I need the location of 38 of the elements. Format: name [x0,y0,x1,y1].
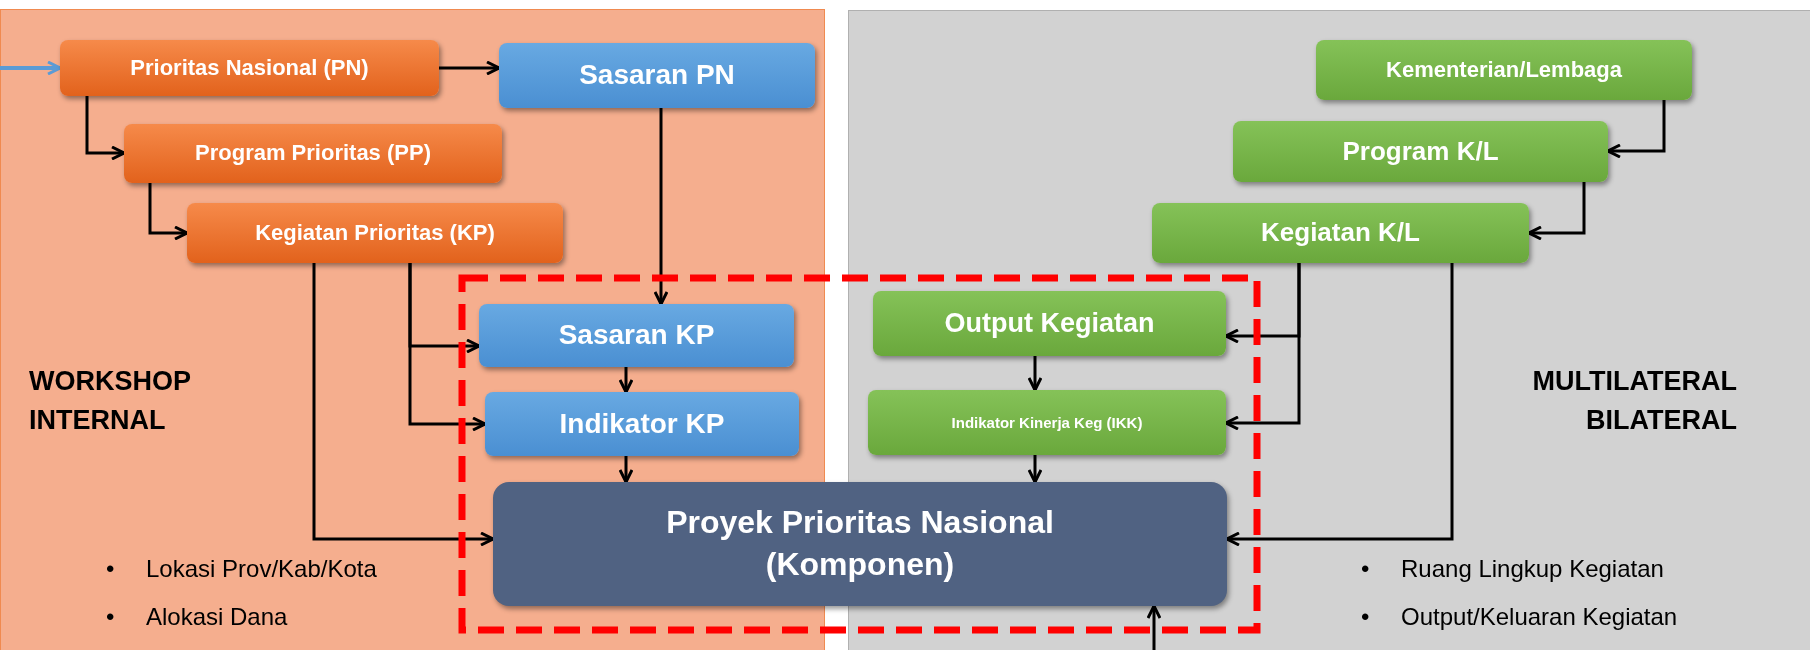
arrow [1146,604,1162,650]
process-box: Program Prioritas (PP) [124,124,502,183]
process-box: Indikator Kinerja Keg (IKK) [868,390,1226,455]
bullet-text: Lokasi Prov/Kab/Kota [146,555,377,584]
arrow [1224,263,1301,431]
arrow [1225,263,1454,547]
arrow [1027,455,1043,484]
process-box: Kegiatan K/L [1152,203,1529,263]
arrow [439,60,501,76]
process-box: Program K/L [1233,121,1608,182]
bullet-marker: • [1361,555,1370,584]
arrow [312,263,495,547]
arrow [618,456,634,484]
arrow [148,183,189,241]
bullet-text: Alokasi Dana [146,603,288,632]
process-box: Kementerian/Lembaga [1316,40,1692,100]
bullet-text: Ruang Lingkup Kegiatan [1401,555,1664,584]
bullet-marker: • [106,603,115,632]
process-box: Kegiatan Prioritas (KP) [187,203,563,263]
section-label: MULTILATERAL BILATERAL [1531,365,1737,438]
arrow [653,108,669,306]
bullet-marker: • [1361,603,1370,632]
section-label: WORKSHOP INTERNAL [29,365,192,438]
process-box: Prioritas Nasional (PN) [60,40,439,96]
process-box: Proyek Prioritas Nasional (Komponen) [493,482,1227,606]
process-box: Sasaran KP [479,304,794,367]
process-box: Sasaran PN [499,43,815,108]
process-box: Output Kegiatan [873,291,1226,356]
arrow [1606,100,1666,159]
arrow [1027,356,1043,392]
bullet-marker: • [106,555,115,584]
arrow [408,263,487,432]
bullet-text: Output/Keluaran Kegiatan [1401,603,1678,632]
arrow [85,96,126,161]
arrow [1527,182,1586,241]
process-box: Indikator KP [485,392,799,456]
arrow [0,60,62,76]
arrow [618,367,634,394]
